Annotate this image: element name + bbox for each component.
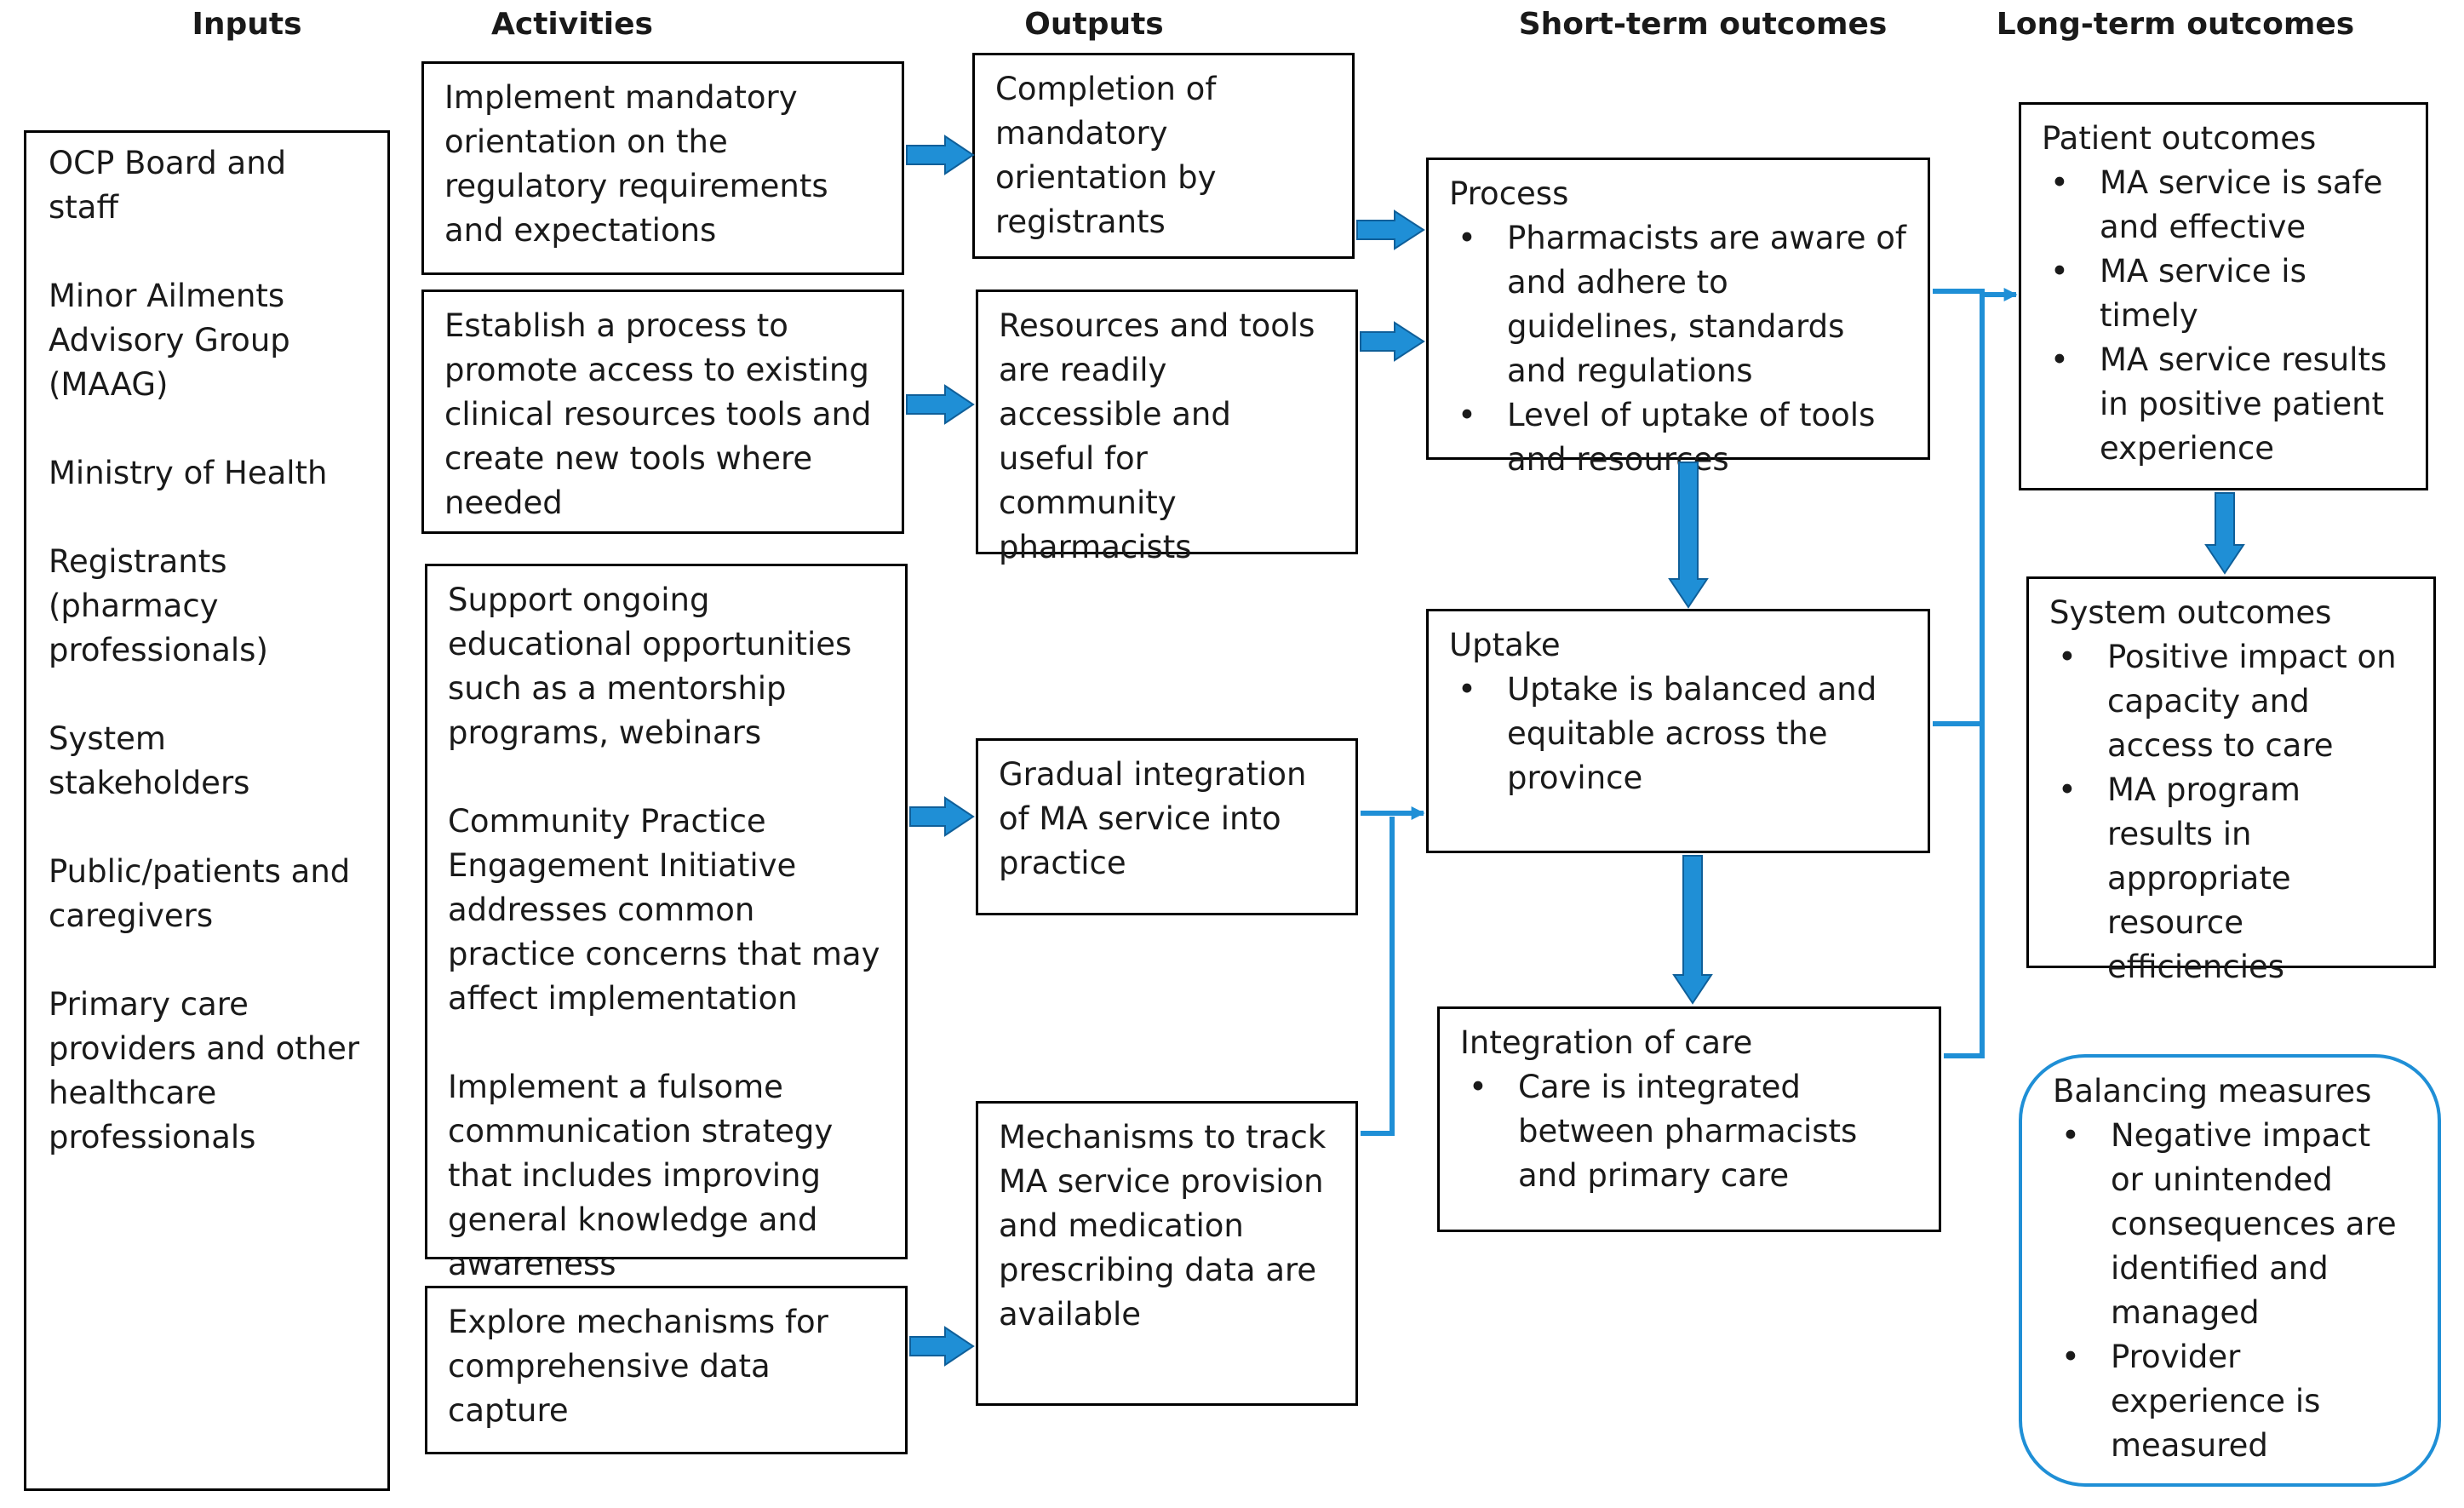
- arrow-output-resources-to-process: [1360, 321, 1425, 362]
- arrow-output-orientation-to-process: [1356, 209, 1425, 250]
- activity-text: Implement a fulsome communication strate…: [448, 1069, 834, 1282]
- activity-text: Support ongoing educational opportunitie…: [448, 582, 852, 751]
- uptake-title: Uptake: [1449, 627, 1561, 663]
- system-outcomes-title: System outcomes: [2049, 594, 2332, 631]
- input-item: Minor Ailments Advisory Group (MAAG): [49, 278, 290, 403]
- arrow-patient-to-system: [2204, 492, 2245, 575]
- activity-text: Explore mechanisms for comprehensive dat…: [448, 1304, 828, 1429]
- output-orientation-box: Completion of mandatory orientation by r…: [972, 53, 1355, 259]
- output-text: Resources and tools are readily accessib…: [999, 307, 1315, 565]
- header-short-term-outcomes: Short-term outcomes: [1518, 7, 1888, 42]
- input-item: Ministry of Health: [49, 455, 328, 491]
- system-outcome-bullet: MA program results in appropriate resour…: [2049, 768, 2413, 989]
- integration-bullet: Care is integrated between pharmacists a…: [1460, 1065, 1918, 1198]
- patient-outcomes-title: Patient outcomes: [2042, 120, 2317, 157]
- connector-outputs-to-uptake: [1361, 817, 1395, 1136]
- process-bullet: Pharmacists are aware of and adhere to g…: [1449, 216, 1907, 393]
- balancing-measures-title: Balancing measures: [2053, 1073, 2372, 1109]
- arrow-data-capture-to-output: [909, 1326, 975, 1367]
- header-inputs: Inputs: [192, 7, 302, 42]
- header-outputs: Outputs: [1024, 7, 1164, 42]
- uptake-bullet: Uptake is balanced and equitable across …: [1449, 668, 1907, 800]
- input-item: Primary care providers and other healthc…: [49, 986, 360, 1155]
- activity-orientation-box: Implement mandatory orientation on the r…: [421, 61, 904, 275]
- short-term-uptake-box: Uptake Uptake is balanced and equitable …: [1426, 609, 1930, 853]
- output-integration-box: Gradual integration of MA service into p…: [976, 738, 1358, 915]
- connector-short-term-to-long-term: [1933, 289, 1985, 1058]
- input-item: System stakeholders: [49, 720, 250, 801]
- balancing-measure-bullet: Negative impact or unintended consequenc…: [2053, 1114, 2407, 1335]
- input-item: OCP Board and staff: [49, 145, 287, 226]
- header-long-term-outcomes: Long-term outcomes: [1996, 7, 2355, 42]
- long-term-balancing-box: Balancing measures Negative impact or un…: [2019, 1054, 2441, 1487]
- system-outcome-bullet: Positive impact on capacity and access t…: [2049, 635, 2413, 768]
- inputs-box: OCP Board and staff Minor Ailments Advis…: [24, 130, 390, 1491]
- output-text: Gradual integration of MA service into p…: [999, 756, 1307, 881]
- output-tracking-box: Mechanisms to track MA service provision…: [976, 1101, 1358, 1406]
- output-text: Completion of mandatory orientation by r…: [995, 71, 1217, 240]
- integration-title: Integration of care: [1460, 1024, 1753, 1061]
- patient-outcome-bullet: MA service is timely: [2042, 249, 2405, 338]
- input-item: Public/patients and caregivers: [49, 853, 351, 934]
- header-activities: Activities: [491, 7, 653, 42]
- long-term-patient-box: Patient outcomes MA service is safe and …: [2019, 102, 2428, 490]
- arrow-uptake-to-integration: [1672, 855, 1713, 1005]
- arrow-education-to-output: [909, 796, 975, 837]
- output-resources-box: Resources and tools are readily accessib…: [976, 290, 1358, 565]
- activity-education-box: Support ongoing educational opportunitie…: [425, 564, 908, 1282]
- long-term-system-box: System outcomes Positive impact on capac…: [2026, 576, 2436, 985]
- process-title: Process: [1449, 175, 1569, 212]
- activity-text: Implement mandatory orientation on the r…: [444, 79, 828, 249]
- activity-resources-box: Establish a process to promote access to…: [421, 290, 904, 534]
- short-term-integration-box: Integration of care Care is integrated b…: [1437, 1006, 1941, 1232]
- activity-text: Establish a process to promote access to…: [444, 307, 872, 521]
- output-text: Mechanisms to track MA service provision…: [999, 1119, 1327, 1333]
- input-item: Registrants (pharmacy professionals): [49, 543, 268, 668]
- arrow-orientation-to-output: [906, 135, 975, 175]
- arrow-process-to-uptake: [1668, 462, 1709, 609]
- activity-text: Community Practice Engagement Initiative…: [448, 803, 880, 1017]
- short-term-process-box: Process Pharmacists are aware of and adh…: [1426, 158, 1930, 478]
- arrow-resources-to-output: [906, 384, 975, 425]
- patient-outcome-bullet: MA service results in positive patient e…: [2042, 338, 2405, 471]
- patient-outcome-bullet: MA service is safe and effective: [2042, 161, 2405, 249]
- activity-data-capture-box: Explore mechanisms for comprehensive dat…: [425, 1286, 908, 1454]
- balancing-measure-bullet: Provider experience is measured: [2053, 1335, 2407, 1468]
- process-bullet: Level of uptake of tools and resources: [1449, 393, 1907, 482]
